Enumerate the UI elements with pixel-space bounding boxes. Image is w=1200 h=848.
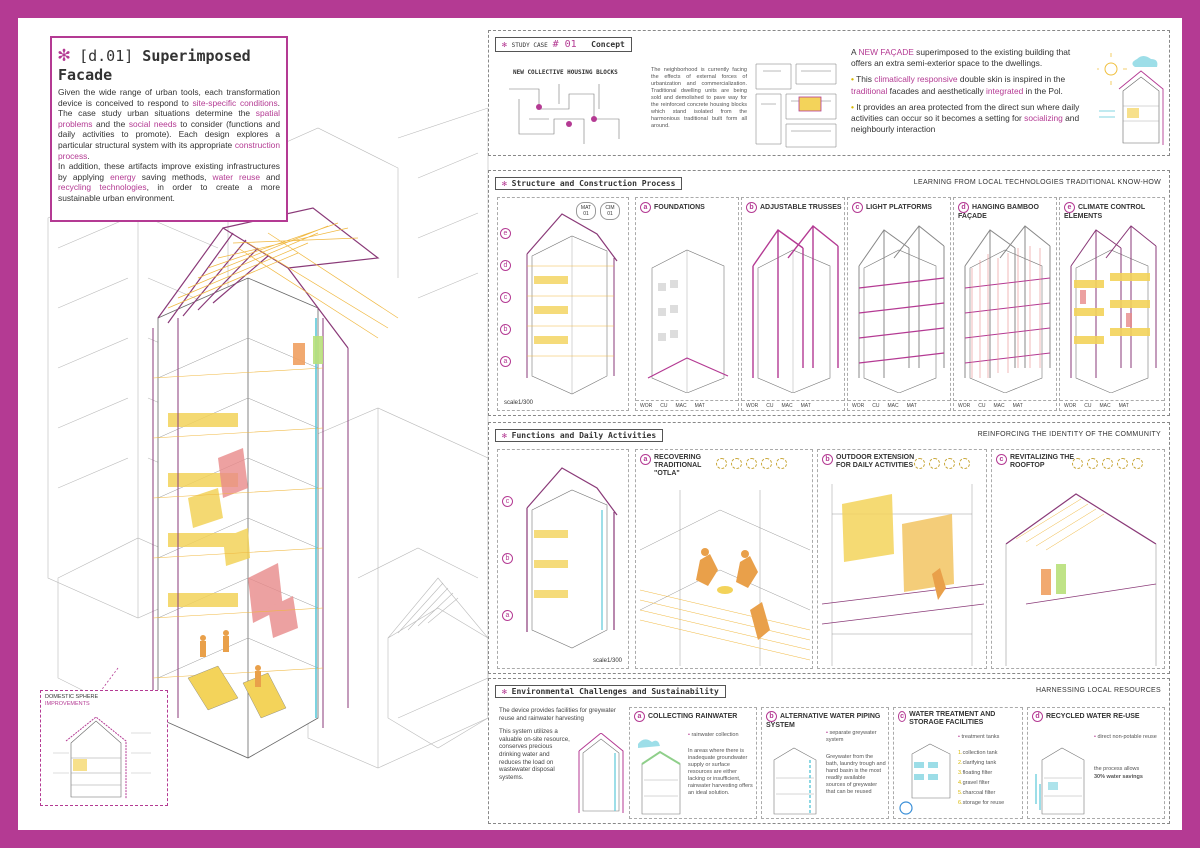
functions-badges: c b a (502, 496, 516, 621)
climate-control-drawing (1070, 225, 1157, 393)
function-c-icons (1072, 458, 1143, 469)
asterisk-icon: ✻ (502, 687, 507, 696)
structure-title: ✻ Structure and Construction Process (495, 177, 683, 190)
adjustable-trusses-drawing (752, 225, 839, 393)
structure-step-badges: e d c b a (500, 228, 514, 367)
function-a-icons (716, 458, 787, 469)
recycle-icon (899, 801, 913, 815)
rooftop-drawing (1005, 493, 1157, 666)
outdoor-extension-drawing (822, 484, 984, 666)
concept-bullet-1: • This climatically responsive double sk… (851, 74, 1066, 96)
concept-bullet-2: • It provides an area protected from the… (851, 101, 1080, 135)
environment-title: ✻ Environmental Challenges and Sustainab… (495, 685, 726, 698)
structure-overview: e d c b a MAT 01 CIM 01 scale1/300 (497, 197, 629, 411)
domestic-sphere-inset: DOMESTIC SPHERE IMPROVEMENTS (40, 690, 168, 806)
function-b-icons (914, 458, 970, 469)
tank-list: 1.collection tank 2.clarifying tank 3.fl… (958, 750, 1005, 806)
hanging-bamboo-facade-drawing (964, 225, 1051, 393)
concept-title: ✻ STUDY CASE # 01 Concept (495, 37, 632, 52)
otla-drawing (640, 490, 810, 666)
intro-title: ✻ [d.01] Superimposed Facade (58, 42, 251, 84)
functions-overview-drawing (526, 467, 618, 649)
water-piping-drawing (773, 747, 817, 815)
site-plan (755, 63, 837, 148)
asterisk-icon: ✻ (58, 42, 71, 66)
intro-paragraph-2: In addition, these artifacts improve exi… (58, 161, 280, 203)
structure-panel: ✻ Structure and Construction Process LEA… (488, 170, 1170, 416)
neighborhood-map (509, 84, 620, 144)
environment-panel: ✻ Environmental Challenges and Sustainab… (488, 678, 1170, 824)
water-treatment-drawing (899, 743, 951, 815)
environment-intro: The device provides facilities for greyw… (499, 707, 616, 781)
structure-tags: MAT 01 CIM 01 (576, 202, 620, 220)
environment-intro-drawing (578, 733, 624, 813)
intro-paragraph-1: Given the wide range of urban tools, eac… (58, 87, 280, 161)
asterisk-icon: ✻ (502, 40, 507, 49)
functions-panel: ✻ Functions and Daily Activities REINFOR… (488, 422, 1170, 674)
structure-overview-drawing (526, 213, 618, 395)
concept-sketch (1097, 53, 1164, 145)
functions-overview: c b a scale1/300 (497, 449, 629, 669)
intro-box: ✻ [d.01] Superimposed Facade Given the w… (50, 36, 288, 222)
light-platforms-drawing (858, 225, 945, 393)
concept-lead: A NEW FAÇADE superimposed to the existin… (851, 47, 1071, 69)
functions-title: ✻ Functions and Daily Activities (495, 429, 664, 442)
foundations-drawing (647, 249, 729, 393)
concept-panel: ✻ STUDY CASE # 01 Concept NEW COLLECTIVE… (488, 30, 1170, 156)
poster-sheet: ✻ [d.01] Superimposed Facade Given the w… (18, 18, 1182, 830)
concept-description: A NEW FAÇADE superimposed to the existin… (851, 47, 1089, 135)
collecting-rainwater-drawing (638, 739, 681, 815)
inset-section-drawing (53, 716, 151, 799)
asterisk-icon: ✻ (502, 179, 507, 188)
axonometric-drawing (47, 107, 489, 769)
asterisk-icon: ✻ (502, 431, 507, 440)
recycled-water-drawing (1035, 747, 1085, 815)
